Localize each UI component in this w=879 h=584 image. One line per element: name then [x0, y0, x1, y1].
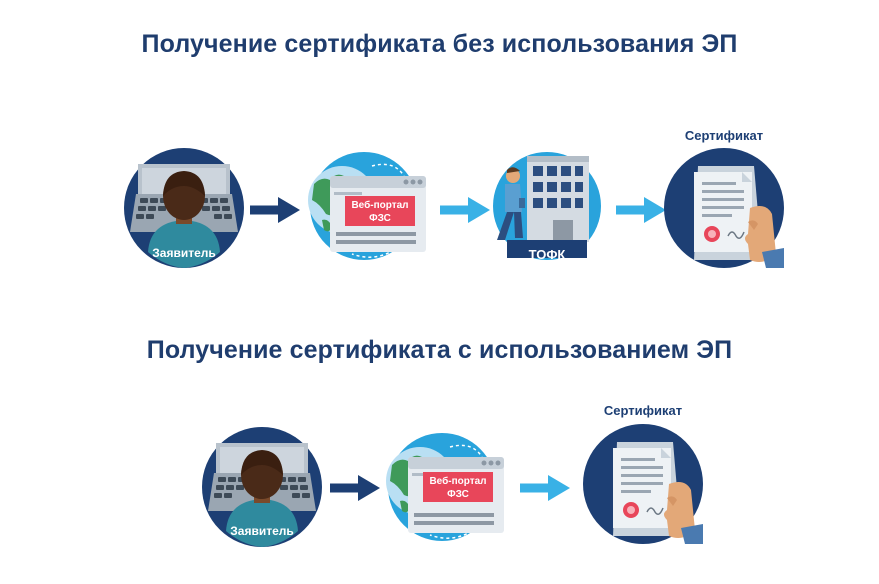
certificate-node-2: Сертификат [582, 403, 704, 545]
certificate-node-1: Сертификат [663, 128, 785, 269]
arrow-to-certificate-1 [616, 197, 666, 223]
applicant-label: Заявитель [230, 524, 294, 538]
tofk-label: ТОФК [529, 247, 566, 262]
certificate-label: Сертификат [604, 403, 682, 418]
arrow-to-portal-1 [250, 197, 300, 223]
title-with-ep: Получение сертификата с использованием Э… [146, 336, 733, 364]
walking-person-building-icon [493, 152, 601, 260]
tofk-node: ТОФК [493, 152, 601, 262]
hand-holding-certificate-icon [663, 147, 785, 269]
portal-label-line1: Веб-портал [351, 199, 408, 211]
applicant-label: Заявитель [152, 246, 216, 260]
portal-node-2: Веб-портал ФЗС [385, 432, 505, 542]
title-without-ep: Получение сертификата без использования … [141, 30, 738, 58]
applicant-node-2: Заявитель [202, 427, 322, 547]
hand-holding-certificate-icon [582, 423, 704, 545]
arrow-to-portal-2 [330, 475, 380, 501]
portal-label-line2: ФЗС [447, 489, 469, 500]
certificate-label: Сертификат [685, 128, 763, 143]
portal-node-1: Веб-портал ФЗС [307, 151, 427, 261]
applicant-node-1: Заявитель [124, 148, 244, 268]
portal-label-line1: Веб-портал [429, 475, 486, 487]
arrow-to-certificate-2 [520, 475, 570, 501]
arrow-to-tofk [440, 197, 490, 223]
portal-label-line2: ФЗС [369, 213, 391, 224]
